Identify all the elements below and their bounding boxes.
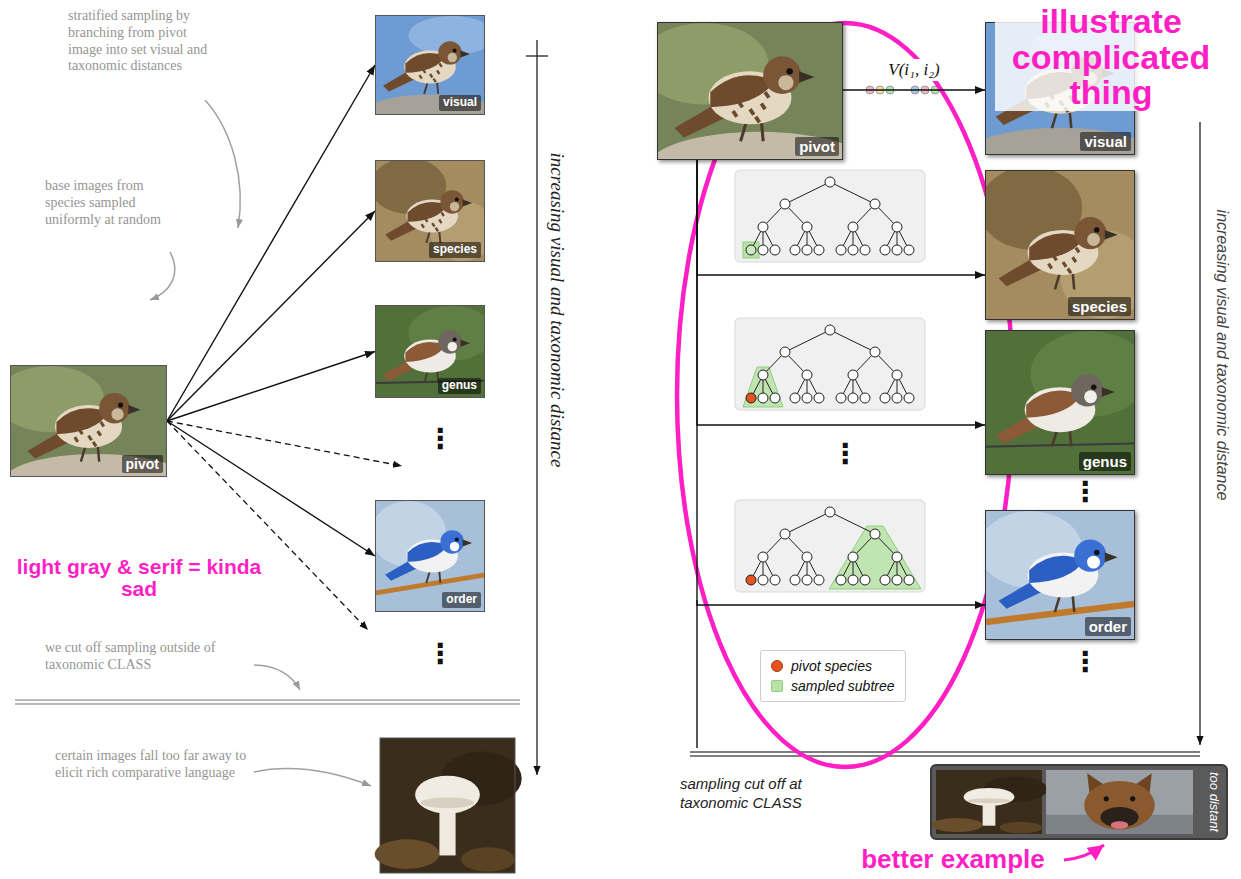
photo-caption: order: [1085, 617, 1131, 637]
taxonomy-tree: [735, 318, 925, 410]
annotation-note: certain images fall too far away to elic…: [55, 748, 250, 782]
critique-note: light gray & serif = kinda sad: [8, 556, 270, 600]
ellipsis-mark: ⋮: [420, 425, 460, 453]
legend-row: pivot species: [771, 656, 895, 676]
photo-caption: species: [1068, 297, 1131, 317]
photo-caption: species: [429, 242, 481, 258]
connector-arrow: [697, 160, 985, 605]
cutoff-line: [690, 755, 1200, 756]
mushroom-photo: [375, 738, 522, 873]
connector-arrow: [167, 352, 375, 422]
photo-tile: visual: [375, 15, 485, 115]
ellipsis-mark: ⋮: [1065, 648, 1105, 676]
leader-line: [150, 252, 175, 300]
connector-arrow: [167, 421, 375, 556]
leader-line: [254, 768, 371, 786]
legend-text: pivot species: [791, 658, 872, 674]
legend-text: sampled subtree: [791, 678, 895, 694]
photo-caption: pivot: [122, 455, 163, 473]
axis-tick: [526, 55, 548, 56]
ellipsis-mark: ⋮: [825, 440, 865, 468]
critique-note: illustrate complicated thing: [995, 4, 1227, 111]
photo-caption: genus: [438, 378, 481, 394]
connector-arrow: [843, 89, 985, 90]
photo-tile: species: [375, 160, 485, 262]
photo-caption: genus: [1079, 452, 1131, 472]
annotation-note: base images from species sampled uniform…: [45, 178, 183, 228]
edge-label: V(i₁, i₂): [885, 59, 942, 81]
connector-arrow: [697, 160, 985, 275]
photo-tile: pivot: [657, 22, 843, 160]
tree-group: [735, 170, 925, 592]
photo-tile: genus: [985, 330, 1135, 475]
photo-tile: pivot: [10, 365, 167, 477]
photo-caption: visual: [439, 95, 481, 111]
photo-caption: order: [442, 592, 481, 608]
connector-arrow: [167, 211, 375, 421]
ellipsis-mark: ⋮: [1065, 478, 1105, 506]
legend-row: sampled subtree: [771, 676, 895, 696]
cutoff-line: [15, 699, 520, 700]
photo-caption: pivot: [795, 137, 839, 157]
axis-label: increasing visual and taxonomic distance: [546, 80, 568, 540]
taxonomy-tree: [735, 500, 925, 592]
photo-tile: species: [985, 170, 1135, 320]
distance-axis: [1199, 122, 1200, 745]
photo-tile: order: [375, 500, 485, 612]
legend-box: pivot species sampled subtree: [760, 650, 906, 702]
ellipsis-mark: ⋮: [420, 640, 460, 668]
leader-line: [205, 100, 240, 228]
legend-swatch: [771, 660, 783, 672]
taxonomy-tree: [735, 170, 925, 262]
photo-tile: genus: [375, 305, 485, 398]
photo-caption: too distant: [1206, 766, 1222, 838]
cutoff-label: sampling cut off at taxonomic CLASS: [680, 775, 845, 813]
axis-label: increasing visual and taxonomic distance: [1212, 145, 1232, 565]
photo-illustration: [932, 766, 1226, 838]
dashed-arrow: [167, 421, 368, 630]
cutoff-line: [690, 751, 1200, 752]
cutoff-line: [15, 703, 520, 704]
annotation-note: we cut off sampling outside of taxonomic…: [45, 640, 250, 674]
critique-note: better example: [838, 846, 1068, 872]
example-panel: too distant: [930, 764, 1228, 840]
photo-tile: order: [985, 510, 1135, 640]
connector-arrow: [167, 65, 375, 421]
annotation-note: stratified sampling by branching from pi…: [68, 8, 220, 75]
photo-caption: visual: [1080, 132, 1131, 152]
trunk-line: [696, 600, 697, 748]
leader-line: [254, 665, 300, 690]
legend-swatch: [771, 680, 783, 692]
annotation-arrow: [1064, 845, 1104, 860]
connector-arrow: [697, 160, 985, 425]
distance-axis: [536, 40, 537, 775]
